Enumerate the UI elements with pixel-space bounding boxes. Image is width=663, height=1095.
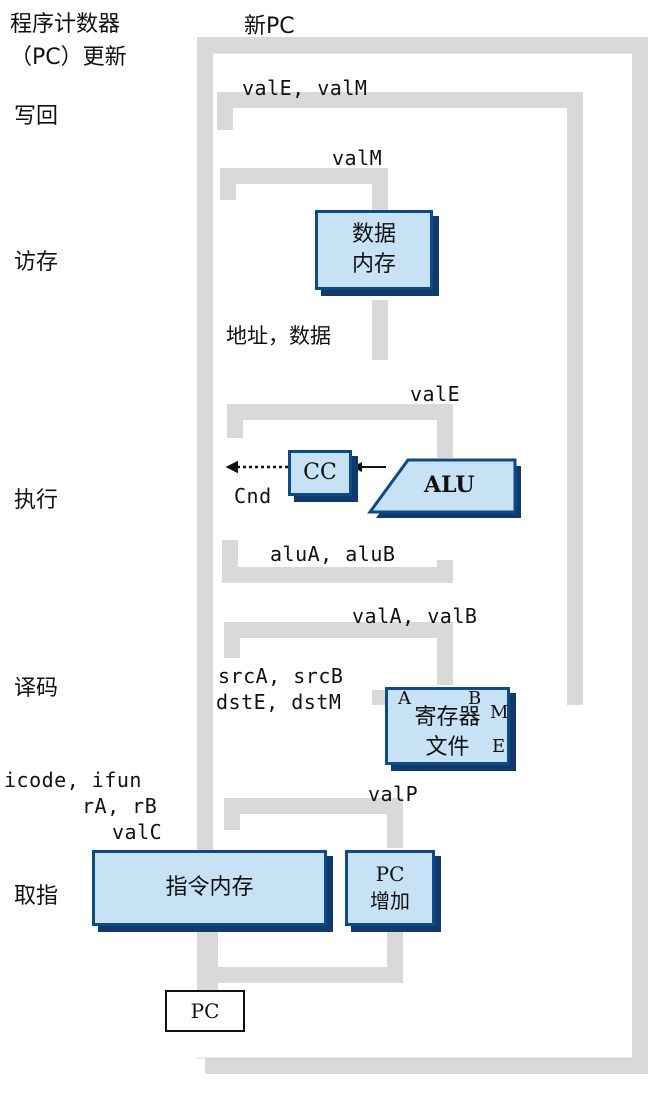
label-aluA-aluB: aluA, aluB [270, 542, 396, 566]
label-valM: valM [332, 146, 383, 170]
valM-path [220, 168, 388, 210]
pc-register-box: PC [165, 990, 245, 1032]
regfile-port-a: A [398, 688, 411, 709]
stage-fetch: 取指 [14, 884, 59, 909]
regfile-port-e: E [492, 736, 506, 757]
register-file-box: 寄存器 文件 [385, 687, 510, 765]
stage-decode: 译码 [14, 676, 59, 701]
label-dstE-dstM: dstE, dstM [216, 690, 342, 714]
label-cnd: Cnd [234, 484, 272, 508]
stage-pc-update: 程序计数器 （PC）更新 [10, 12, 127, 70]
label-icode-ifun: icode, ifun [4, 768, 142, 792]
alu-label: ALU [424, 472, 475, 498]
writeback-loop [217, 92, 583, 705]
label-new-pc: 新PC [244, 14, 295, 39]
label-valE-valM: valE, valM [242, 76, 368, 100]
register-file-label: 寄存器 文件 [414, 705, 481, 760]
regfile-port-b: B [468, 688, 482, 709]
pc-increment-box: PC 增加 [345, 850, 435, 926]
label-valA-valB: valA, valB [352, 604, 478, 628]
reg-output-path [224, 622, 453, 685]
stage-execute: 执行 [14, 488, 59, 513]
label-rA-rB: rA, rB [82, 794, 158, 818]
alu-shape-fill [367, 458, 517, 514]
label-addr-data: 地址，数据 [226, 324, 331, 348]
new-pc-loop [197, 37, 648, 1074]
regfile-port-m: M [490, 702, 509, 723]
label-valC: valC [112, 820, 163, 844]
stage-memory: 访存 [14, 250, 59, 275]
pc-to-inc [210, 910, 403, 983]
data-memory-box: 数据 内存 [315, 210, 433, 290]
alu-input-path [222, 540, 453, 583]
instruction-memory-box: 指令内存 [92, 850, 327, 926]
stage-writeback: 写回 [14, 104, 59, 129]
cc-box: CC [288, 450, 352, 496]
label-srcA-srcB: srcA, srcB [218, 664, 344, 688]
label-valE: valE [410, 382, 461, 406]
valP-path [224, 798, 403, 848]
valE-path [227, 404, 453, 458]
label-valP: valP [368, 782, 419, 806]
